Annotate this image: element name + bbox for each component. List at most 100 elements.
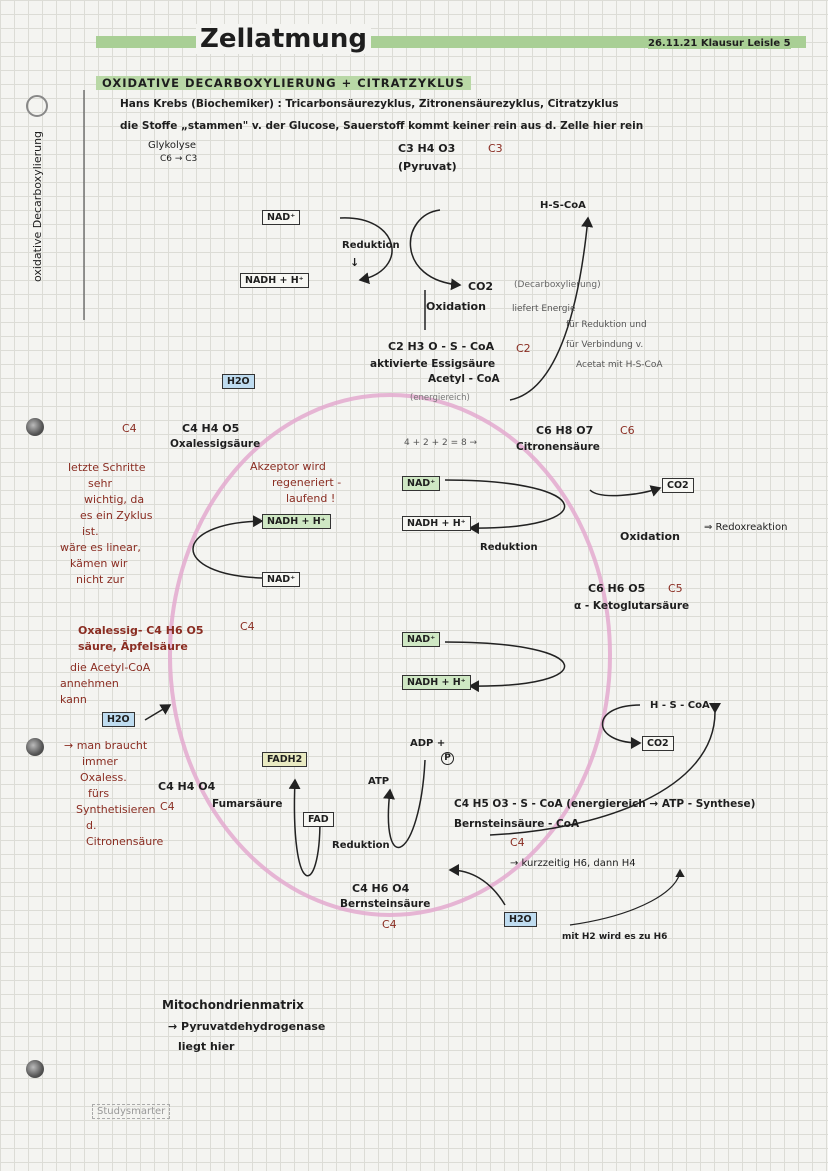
reduktion-arrow: ↓ — [350, 256, 360, 269]
co2-box-1: CO2 — [662, 478, 694, 493]
left-note-line: es ein Zyklus — [80, 509, 153, 522]
left-note-line: immer — [82, 755, 118, 768]
arrow-nad2-loop — [444, 641, 566, 693]
pyruvat-name: (Pyruvat) — [398, 160, 457, 173]
apfel-c: C4 — [240, 620, 255, 633]
oxidation-top: Oxidation — [426, 300, 486, 313]
pyruvat-c: C3 — [488, 142, 503, 155]
oxal-name: Oxalessigsäure — [170, 438, 261, 450]
hs-coa-2: H - S - CoA — [650, 700, 710, 711]
arrow-hscoa — [509, 216, 594, 401]
left-note-line: kann — [60, 693, 87, 706]
redox-label: ⇒ Redoxreaktion — [704, 522, 788, 533]
arrow-left-nad-loop — [192, 515, 264, 579]
footer-line3: liegt hier — [178, 1040, 235, 1053]
intro-line1: Hans Krebs (Biochemiker) : Tricarbonsäur… — [120, 98, 619, 110]
side-label: oxidative Decarboxylierung — [31, 130, 45, 283]
oxal-formula: C4 H4 O5 — [182, 422, 240, 435]
h2o-box-left: H2O — [102, 712, 135, 727]
arrow-adp-atp — [383, 759, 426, 849]
pyruvat-formula: C3 H4 O3 — [398, 142, 456, 155]
left-note-line: Citronensäure — [86, 835, 164, 848]
footer-line2: → Pyruvatdehydrogenase — [168, 1020, 326, 1033]
arrow-co2-1 — [589, 485, 662, 497]
arrow-h2-note — [569, 868, 685, 926]
energy-note1: liefert Energie — [512, 304, 576, 314]
punch-hole — [26, 738, 44, 756]
keto-name: α - Ketoglutarsäure — [574, 600, 690, 612]
left-note-line: Synthetisieren — [76, 803, 156, 816]
left-note-line: letzte Schritte — [68, 461, 146, 474]
nad-box-1: NAD⁺ — [402, 476, 441, 491]
left-note-line: wichtig, da — [84, 493, 145, 506]
fad-box: FAD — [303, 812, 334, 827]
citro-formula: C6 H8 O7 — [536, 424, 594, 437]
co2-note: (Decarboxylierung) — [514, 280, 601, 290]
left-note-line: d. — [86, 819, 97, 832]
arrow-pyruvat-co2 — [409, 209, 462, 291]
arrow-hscoa-2 — [489, 702, 722, 836]
succ-c: C4 — [382, 918, 397, 931]
nad-box-top: NAD⁺ — [262, 210, 301, 225]
co2-box-2: CO2 — [642, 736, 674, 751]
fumar-name: Fumarsäure — [212, 798, 283, 810]
footer-line1: Mitochondrienmatrix — [162, 998, 304, 1012]
phosphate-label: P — [441, 752, 454, 765]
akzeptor-line3: laufend ! — [286, 492, 336, 505]
energy-note2: für Reduktion und — [566, 320, 647, 330]
nadh-box-1: NADH + H⁺ — [402, 516, 471, 531]
acetyl-formula: C2 H3 O - S - CoA — [388, 340, 495, 353]
energy-note4: Acetat mit H-S-CoA — [576, 360, 663, 370]
date-note: 26.11.21 Klausur Leisle 5 — [648, 38, 791, 49]
akzeptor-line1: Akzeptor wird — [250, 460, 326, 473]
keto-c: C5 — [668, 582, 683, 595]
arrow-left-h2o — [144, 704, 172, 721]
nadh-box-left: NADH + H⁺ — [262, 514, 331, 529]
arrow-nad-reduction — [339, 217, 393, 285]
nad-box-left: NAD⁺ — [262, 572, 301, 587]
nadh-box-2: NADH + H⁺ — [402, 675, 471, 690]
citro-name: Citronensäure — [516, 441, 600, 453]
akzeptor-line2: regeneriert - — [272, 476, 342, 489]
arrow-co2-2 — [601, 704, 642, 749]
glykolyse-label: Glykolyse — [148, 140, 197, 151]
acetyl-name2: Acetyl - CoA — [428, 373, 500, 385]
page-title: Zellatmung — [196, 24, 372, 54]
left-note-line: kämen wir — [70, 557, 128, 570]
left-note-line: Oxaless. — [80, 771, 127, 784]
reduktion-1: Reduktion — [480, 542, 538, 553]
apfel-name: säure, Äpfelsäure — [78, 640, 188, 653]
acetyl-c: C2 — [516, 342, 531, 355]
nadh-box-top: NADH + H⁺ — [240, 273, 309, 288]
hs-coa-top: H-S-CoA — [540, 200, 586, 211]
left-note-line: nicht zur — [76, 573, 125, 586]
fadh2-box: FADH2 — [262, 752, 308, 767]
mit-h2-note: mit H2 wird es zu H6 — [562, 932, 668, 942]
carbon-sum: 4 + 2 + 2 = 8 → — [404, 438, 478, 448]
left-note-line: ist. — [82, 525, 99, 538]
arrow-h2o-bottom — [448, 864, 506, 906]
fumar-formula: C4 H4 O4 — [158, 780, 216, 793]
succ-coa-c4: C4 — [510, 836, 525, 849]
punch-hole — [26, 418, 44, 436]
left-note-3: → man braucht immer Oxaless. fürs Synthe… — [64, 738, 163, 850]
glykolyse-c: C6 → C3 — [160, 154, 198, 164]
left-note-line: sehr — [88, 477, 112, 490]
reduktion-label-top: Reduktion — [342, 240, 400, 251]
punch-hole — [26, 95, 48, 117]
citrate-cycle-circle — [168, 393, 612, 917]
apfel-formula: Oxalessig- C4 H6 O5 — [78, 624, 204, 637]
succ-coa-formula: C4 H5 O3 - S - CoA (energiereich → ATP -… — [454, 798, 756, 810]
reduktion-2: Reduktion — [332, 840, 390, 851]
c4-label: C4 — [122, 422, 137, 435]
succ-coa-name: Bernsteinsäure - CoA — [454, 818, 580, 830]
section-subtitle: OXIDATIVE DECARBOXYLIERUNG + CITRATZYKLU… — [96, 76, 471, 90]
acetyl-name1: aktivierte Essigsäure — [370, 358, 496, 370]
succ-formula: C4 H6 O4 — [352, 882, 410, 895]
oxidation-1: Oxidation — [620, 530, 680, 543]
left-note-line: fürs — [88, 787, 110, 800]
punch-hole — [26, 1060, 44, 1078]
arrow-nad1-loop — [444, 479, 566, 535]
succ-name: Bernsteinsäure — [340, 898, 431, 910]
